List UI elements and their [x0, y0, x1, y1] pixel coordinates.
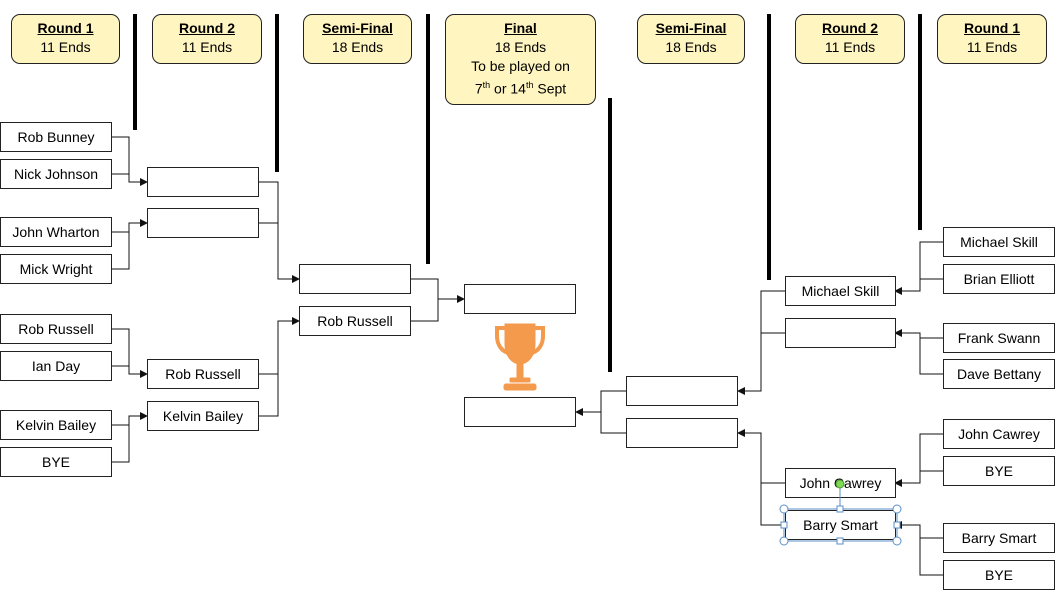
right-round1-slot[interactable]: Michael Skill	[943, 227, 1055, 257]
header-ends: 18 Ends	[494, 39, 547, 55]
final-slot[interactable]	[464, 284, 576, 314]
header-title: Round 2	[822, 20, 878, 36]
right-semifinal-slot[interactable]	[626, 418, 738, 448]
header-title: Round 2	[179, 20, 235, 36]
left-round1-slot[interactable]: Rob Russell	[0, 314, 112, 344]
left-round2-slot[interactable]: Kelvin Bailey	[147, 401, 259, 431]
right-round1-slot[interactable]: John Cawrey	[943, 419, 1055, 449]
header-ends: 11 Ends	[824, 39, 876, 55]
header-left-semifinal: Semi-Final 18 Ends	[303, 14, 412, 64]
header-title: Round 1	[964, 20, 1020, 36]
header-title: Final	[504, 20, 537, 36]
header-ends: 18 Ends	[665, 39, 717, 55]
header-dates: 7th or 14th Sept	[474, 80, 567, 97]
right-semifinal-slot[interactable]	[626, 376, 738, 406]
left-round1-slot[interactable]: Ian Day	[0, 351, 112, 381]
header-title: Semi-Final	[322, 20, 393, 36]
left-round2-slot[interactable]	[147, 167, 259, 197]
left-round1-slot[interactable]: John Wharton	[0, 217, 112, 247]
header-schedule: To be played on	[471, 58, 570, 74]
header-left-round2: Round 2 11 Ends	[152, 14, 262, 64]
header-right-round2: Round 2 11 Ends	[795, 14, 905, 64]
left-round1-slot[interactable]: Mick Wright	[0, 254, 112, 284]
left-round2-slot[interactable]: Rob Russell	[147, 359, 259, 389]
right-round1-slot[interactable]: Frank Swann	[943, 323, 1055, 353]
right-round1-slot[interactable]: Dave Bettany	[943, 359, 1055, 389]
column-dividers	[133, 14, 922, 372]
header-ends: 18 Ends	[331, 39, 384, 55]
right-round2-slot[interactable]: John Cawrey	[785, 468, 896, 498]
right-round1-slot[interactable]: BYE	[943, 456, 1055, 486]
trophy-icon	[495, 323, 545, 391]
header-ends: 11 Ends	[181, 39, 233, 55]
left-round1-slot[interactable]: Kelvin Bailey	[0, 410, 112, 440]
right-round2-slot[interactable]: Michael Skill	[785, 276, 896, 306]
left-round1-slot[interactable]: Nick Johnson	[0, 159, 112, 189]
left-round1-slot[interactable]: Rob Bunney	[0, 122, 112, 152]
right-round1-slot[interactable]: Barry Smart	[943, 523, 1055, 553]
left-round2-slot[interactable]	[147, 208, 259, 238]
right-round1-slot[interactable]: Brian Elliott	[943, 264, 1055, 294]
left-round1-slot[interactable]: BYE	[0, 447, 112, 477]
header-title: Round 1	[37, 20, 94, 36]
header-right-round1: Round 1 11 Ends	[937, 14, 1047, 64]
header-final: Final 18 Ends To be played on 7th or 14t…	[445, 14, 596, 105]
header-left-round1: Round 1 11 Ends	[11, 14, 120, 64]
header-right-semifinal: Semi-Final 18 Ends	[637, 14, 745, 64]
left-semifinal-slot[interactable]: Rob Russell	[299, 306, 411, 336]
header-ends: 11 Ends	[966, 39, 1018, 55]
left-semifinal-slot[interactable]	[299, 264, 411, 294]
final-slot[interactable]	[464, 397, 576, 427]
header-title: Semi-Final	[655, 20, 727, 36]
right-round2-slot-selected[interactable]: Barry Smart	[785, 510, 896, 540]
right-round2-slot[interactable]	[785, 318, 896, 348]
right-round1-slot[interactable]: BYE	[943, 560, 1055, 590]
header-ends: 11 Ends	[40, 39, 91, 55]
